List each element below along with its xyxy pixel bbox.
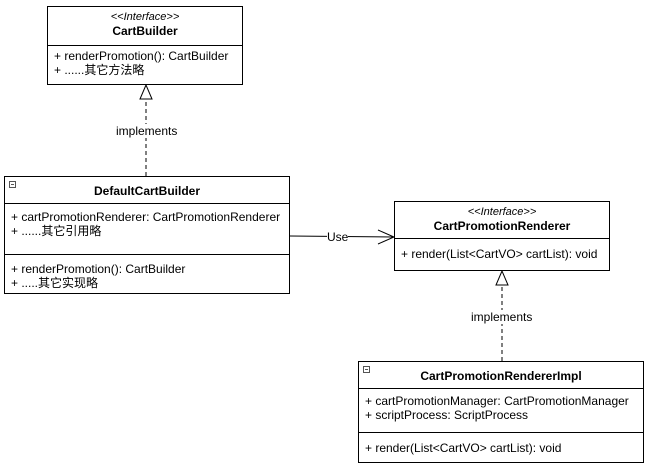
method-item: + ......其它方法略 xyxy=(54,63,145,77)
cartpromotionrendererimpl-class[interactable]: CartPromotionRendererImpl + cartPromotio… xyxy=(358,361,644,463)
methods-section: + renderPromotion(): CartBuilder + .....… xyxy=(5,254,289,293)
cartpromotionrenderer-interface[interactable]: <<Interface>> CartPromotionRenderer + re… xyxy=(394,201,610,271)
class-name: DefaultCartBuilder xyxy=(93,184,200,198)
attribute-item: + cartPromotionManager: CartPromotionMan… xyxy=(365,394,629,408)
attribute-item: + ......其它引用略 xyxy=(11,224,102,238)
methods-section: + render(List<CartVO> cartList): void xyxy=(359,432,643,458)
class-name: CartBuilder xyxy=(112,24,178,38)
class-header: DefaultCartBuilder xyxy=(5,177,289,203)
method-item: + render(List<CartVO> cartList): void xyxy=(365,441,562,455)
class-name: CartPromotionRendererImpl xyxy=(420,369,582,383)
class-header: CartPromotionRendererImpl xyxy=(359,362,643,388)
implements-label-2: implements xyxy=(471,310,533,324)
collapse-icon[interactable] xyxy=(9,181,16,188)
attribute-item: + cartPromotionRenderer: CartPromotionRe… xyxy=(11,210,281,224)
realization-arrowhead-2 xyxy=(495,269,509,286)
implements-label-1: implements xyxy=(116,124,178,138)
method-item: + .....其它实现略 xyxy=(11,276,99,290)
attribute-item: + scriptProcess: ScriptProcess xyxy=(365,408,529,422)
class-name: CartPromotionRenderer xyxy=(433,219,571,233)
stereotype-label: <<Interface>> xyxy=(110,11,180,23)
collapse-icon[interactable] xyxy=(363,366,370,373)
use-label: Use xyxy=(327,230,349,244)
realization-arrowhead-1 xyxy=(139,83,153,100)
methods-section: + renderPromotion(): CartBuilder + .....… xyxy=(48,45,242,80)
method-item: + renderPromotion(): CartBuilder xyxy=(54,49,229,63)
attributes-section: + cartPromotionManager: CartPromotionMan… xyxy=(359,388,643,432)
defaultcartbuilder-class[interactable]: DefaultCartBuilder + cartPromotionRender… xyxy=(4,176,290,294)
class-header: <<Interface>> CartPromotionRenderer xyxy=(395,202,609,238)
method-item: + renderPromotion(): CartBuilder xyxy=(11,262,186,276)
class-header: <<Interface>> CartBuilder xyxy=(48,7,242,45)
cartbuilder-interface[interactable]: <<Interface>> CartBuilder + renderPromot… xyxy=(47,6,243,85)
attributes-section: + cartPromotionRenderer: CartPromotionRe… xyxy=(5,203,289,254)
methods-section: + render(List<CartVO> cartList): void xyxy=(395,238,609,264)
stereotype-label: <<Interface>> xyxy=(467,206,537,218)
method-item: + render(List<CartVO> cartList): void xyxy=(401,247,598,261)
